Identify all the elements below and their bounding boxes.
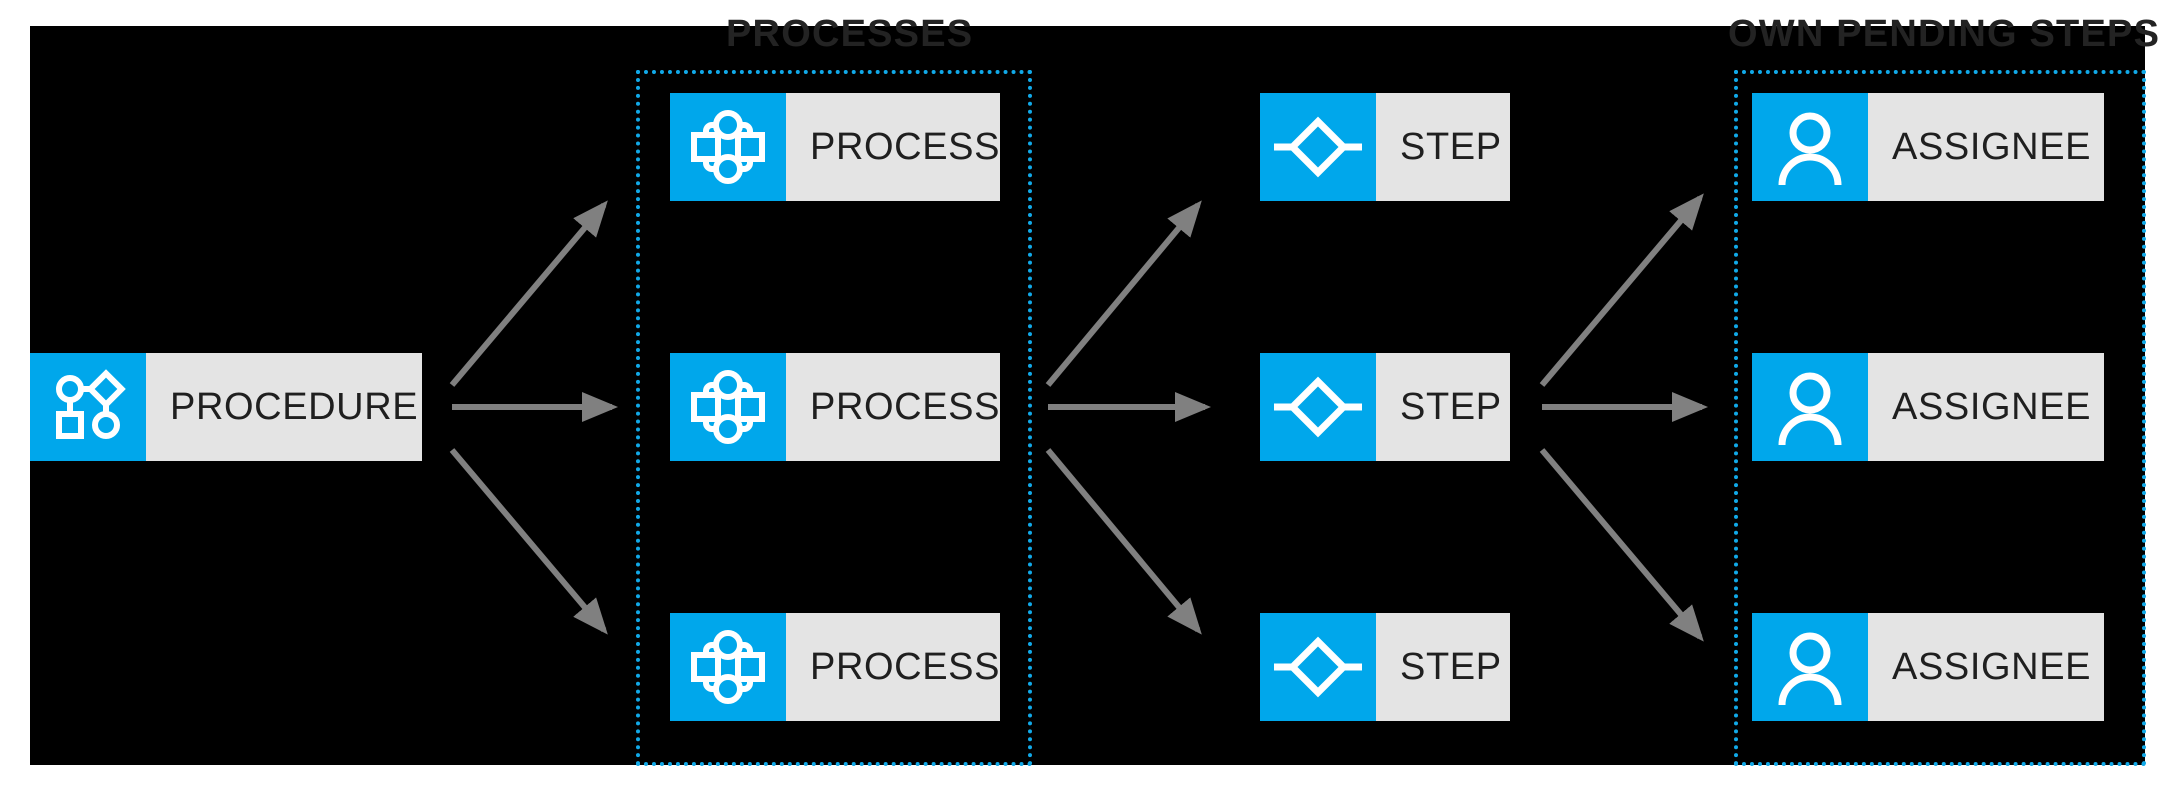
assignee-person-icon bbox=[1772, 107, 1848, 187]
node-assignee-1[interactable]: ASSIGNEE bbox=[1752, 93, 2104, 201]
node-assignee-3[interactable]: ASSIGNEE bbox=[1752, 613, 2104, 721]
step-diamond-icon bbox=[1272, 369, 1364, 445]
assignee-icon-tile bbox=[1752, 613, 1868, 721]
process-icon-tile bbox=[670, 353, 786, 461]
procedure-label-tile: PROCEDURE bbox=[146, 353, 422, 461]
group-frame-processes bbox=[636, 70, 1032, 766]
procedure-label: PROCEDURE bbox=[170, 385, 419, 428]
step-icon-tile bbox=[1260, 93, 1376, 201]
step-icon-tile bbox=[1260, 353, 1376, 461]
process-cycle-icon bbox=[690, 109, 766, 185]
step-icon-tile bbox=[1260, 613, 1376, 721]
assignee-icon-tile bbox=[1752, 353, 1868, 461]
process-icon-tile bbox=[670, 613, 786, 721]
node-assignee-2[interactable]: ASSIGNEE bbox=[1752, 353, 2104, 461]
step-diamond-icon bbox=[1272, 109, 1364, 185]
process-label-tile: PROCESS bbox=[786, 613, 1001, 721]
process-label: PROCESS bbox=[810, 125, 1001, 168]
procedure-flow-icon bbox=[50, 369, 126, 445]
step-label: STEP bbox=[1400, 385, 1502, 428]
assignee-label: ASSIGNEE bbox=[1892, 385, 2092, 428]
process-label: PROCESS bbox=[810, 645, 1001, 688]
node-procedure[interactable]: PROCEDURE bbox=[30, 353, 422, 461]
process-label: PROCESS bbox=[810, 385, 1001, 428]
step-label: STEP bbox=[1400, 125, 1502, 168]
assignee-label-tile: ASSIGNEE bbox=[1868, 353, 2104, 461]
process-label-tile: PROCESS bbox=[786, 93, 1001, 201]
assignee-label: ASSIGNEE bbox=[1892, 645, 2092, 688]
process-icon-tile bbox=[670, 93, 786, 201]
assignee-label-tile: ASSIGNEE bbox=[1868, 613, 2104, 721]
step-label-tile: STEP bbox=[1376, 613, 1510, 721]
process-cycle-icon bbox=[690, 369, 766, 445]
assignee-icon-tile bbox=[1752, 93, 1868, 201]
process-label-tile: PROCESS bbox=[786, 353, 1001, 461]
node-process-3[interactable]: PROCESS bbox=[670, 613, 1001, 721]
node-step-2[interactable]: STEP bbox=[1260, 353, 1510, 461]
node-step-3[interactable]: STEP bbox=[1260, 613, 1510, 721]
assignee-label-tile: ASSIGNEE bbox=[1868, 93, 2104, 201]
section-title-processes: PROCESSES bbox=[726, 13, 974, 55]
assignee-person-icon bbox=[1772, 627, 1848, 707]
node-step-1[interactable]: STEP bbox=[1260, 93, 1510, 201]
node-process-1[interactable]: PROCESS bbox=[670, 93, 1001, 201]
process-cycle-icon bbox=[690, 629, 766, 705]
step-diamond-icon bbox=[1272, 629, 1364, 705]
assignee-label: ASSIGNEE bbox=[1892, 125, 2092, 168]
step-label-tile: STEP bbox=[1376, 93, 1510, 201]
step-label-tile: STEP bbox=[1376, 353, 1510, 461]
assignee-person-icon bbox=[1772, 367, 1848, 447]
group-frame-own-pending-steps bbox=[1734, 70, 2146, 766]
step-label: STEP bbox=[1400, 645, 1502, 688]
section-title-own-pending-steps: OWN PENDING STEPS bbox=[1728, 13, 2161, 55]
procedure-icon-tile bbox=[30, 353, 146, 461]
node-process-2[interactable]: PROCESS bbox=[670, 353, 1001, 461]
